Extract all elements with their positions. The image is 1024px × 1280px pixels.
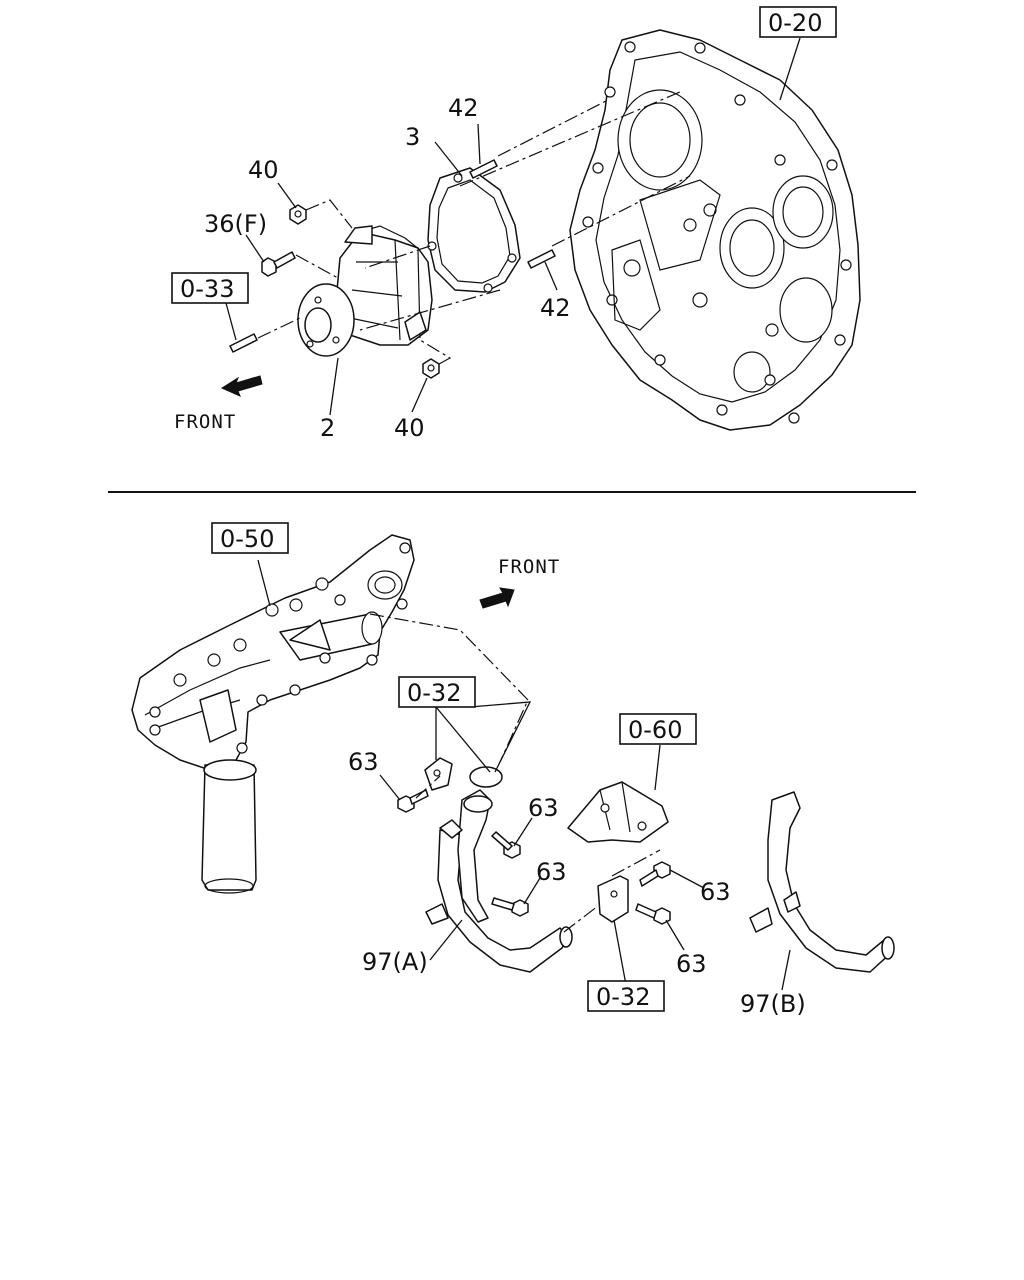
bracket xyxy=(567,781,669,843)
pipe-clamp xyxy=(597,875,629,923)
front-label-top: FRONT xyxy=(174,411,236,433)
water-pump xyxy=(297,225,433,357)
callout-bolt: 36(F) xyxy=(204,210,267,238)
callout-gasket: 3 xyxy=(405,123,420,151)
timing-gear-case xyxy=(569,29,861,431)
pipe-97b xyxy=(749,791,895,973)
ref-stud: 0-33 xyxy=(180,275,234,303)
callout-bolt-d: 63 xyxy=(700,878,731,906)
bolt-63-a xyxy=(397,789,429,813)
front-label-bottom: FRONT xyxy=(498,556,560,578)
bolt-63-c xyxy=(491,897,529,917)
callout-bolt-b: 63 xyxy=(528,794,559,822)
pipe-97a xyxy=(425,789,573,973)
ref-box-bracket xyxy=(619,713,697,745)
ref-manifold: 0-50 xyxy=(220,525,274,553)
ref-box-pipe-lower xyxy=(587,980,665,1012)
top-diagram: 3 42 42 40 40 36(F) 2 0-20 0-33 FRONT xyxy=(171,6,861,442)
o-ring xyxy=(469,766,503,788)
callout-stud-lower: 42 xyxy=(540,294,571,322)
stud-033 xyxy=(229,333,258,353)
callout-stud-upper: 42 xyxy=(448,94,479,122)
ref-pipe-lower: 0-32 xyxy=(596,983,650,1011)
ref-crankcase: 0-20 xyxy=(768,9,822,37)
ref-box-crankcase xyxy=(759,6,837,38)
flange-plate xyxy=(424,757,453,791)
callout-pipe-b: 97(B) xyxy=(740,990,806,1018)
ref-bracket: 0-60 xyxy=(628,716,682,744)
ref-pipe-upper: 0-32 xyxy=(407,679,461,707)
stud-lower xyxy=(527,249,556,269)
gasket xyxy=(427,167,521,293)
manifold-housing xyxy=(131,534,415,894)
callout-nut-lower: 40 xyxy=(394,414,425,442)
bottom-diagram: 0-50 0-32 0-60 0-32 63 63 63 63 63 97(A)… xyxy=(131,522,895,1018)
bolt-63-e xyxy=(635,903,671,925)
callout-nut-upper: 40 xyxy=(248,156,279,184)
nut-upper xyxy=(289,204,307,225)
callout-pipe-a: 97(A) xyxy=(362,948,428,976)
bolt-36f xyxy=(261,251,296,277)
stud-upper xyxy=(469,159,498,179)
callout-bolt-a: 63 xyxy=(348,748,379,776)
ref-box-stud xyxy=(171,272,249,304)
ref-box-pipe-upper xyxy=(398,676,476,708)
front-arrow-icon xyxy=(479,587,515,609)
ref-box-manifold xyxy=(211,522,289,554)
callout-bolt-c: 63 xyxy=(536,858,567,886)
callout-water-pump: 2 xyxy=(320,414,335,442)
nut-lower xyxy=(422,358,440,379)
callout-bolt-e: 63 xyxy=(676,950,707,978)
bolt-63-d xyxy=(639,861,671,887)
front-arrow-icon xyxy=(220,375,263,397)
bolt-63-b xyxy=(491,831,521,859)
